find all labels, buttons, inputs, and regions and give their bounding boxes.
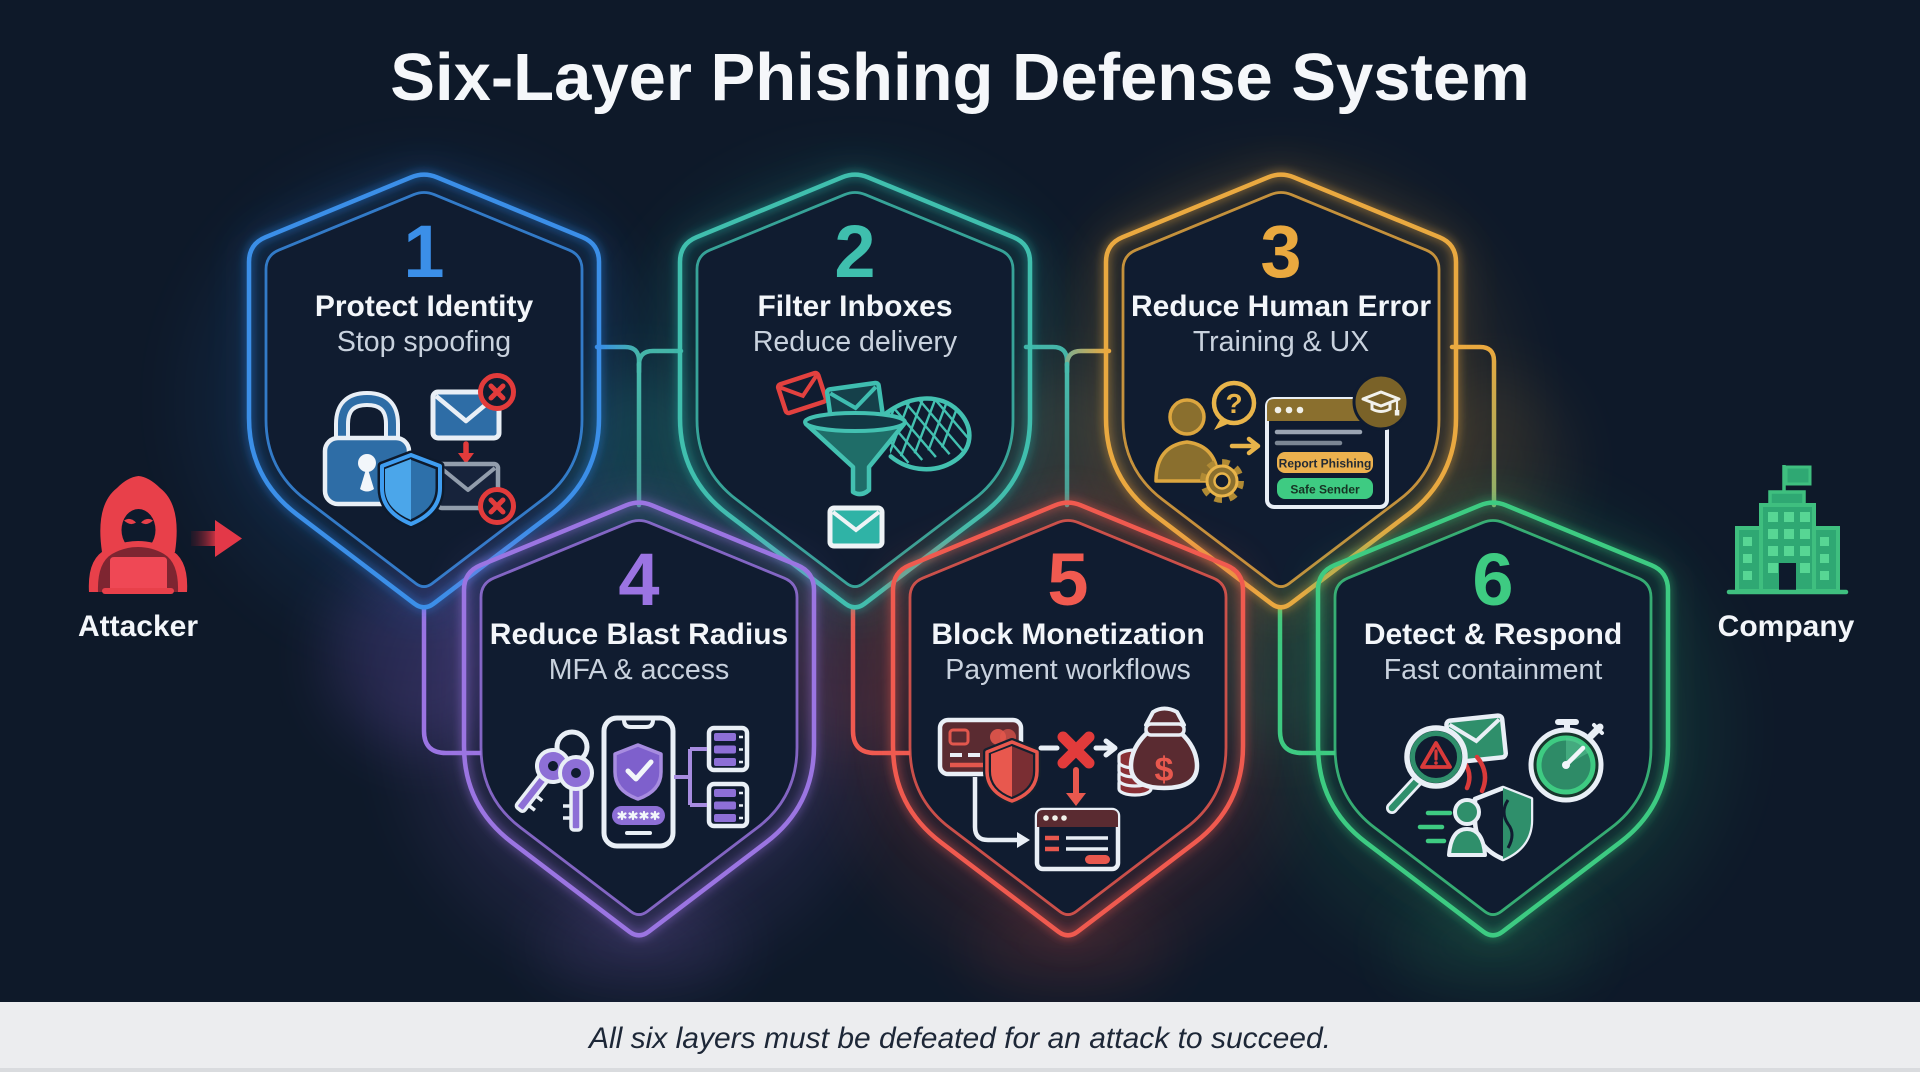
svg-text:Block Monetization: Block Monetization [931,618,1204,651]
svg-text:3: 3 [1260,210,1301,293]
svg-text:1: 1 [403,210,444,293]
svg-text:Reduce Blast Radius: Reduce Blast Radius [490,618,788,651]
svg-text:?: ? [1225,388,1242,419]
svg-text:Filter Inboxes: Filter Inboxes [757,290,952,323]
svg-text:Detect & Respond: Detect & Respond [1364,618,1622,651]
svg-text:Protect Identity: Protect Identity [315,290,534,323]
svg-text:Payment workflows: Payment workflows [945,654,1191,686]
svg-text:5: 5 [1047,538,1088,621]
svg-text:Safe Sender: Safe Sender [1290,483,1360,497]
svg-text:Attacker: Attacker [78,610,198,643]
svg-text:Report Phishing: Report Phishing [1279,457,1372,471]
svg-text:Reduce delivery: Reduce delivery [753,326,958,358]
svg-text:Company: Company [1718,610,1855,643]
svg-text:Stop spoofing: Stop spoofing [337,326,511,358]
svg-text:4: 4 [618,538,659,621]
svg-text:All six layers must be defeate: All six layers must be defeated for an a… [587,1022,1331,1055]
svg-text:Reduce Human Error: Reduce Human Error [1131,290,1431,323]
svg-text:Training & UX: Training & UX [1193,326,1369,358]
svg-text:6: 6 [1472,538,1513,621]
svg-text:2: 2 [834,210,875,293]
svg-text:Six-Layer Phishing Defense Sys: Six-Layer Phishing Defense System [390,40,1529,115]
svg-text:$: $ [1155,751,1174,789]
svg-text:Fast containment: Fast containment [1384,654,1603,686]
svg-text:MFA & access: MFA & access [549,654,730,686]
